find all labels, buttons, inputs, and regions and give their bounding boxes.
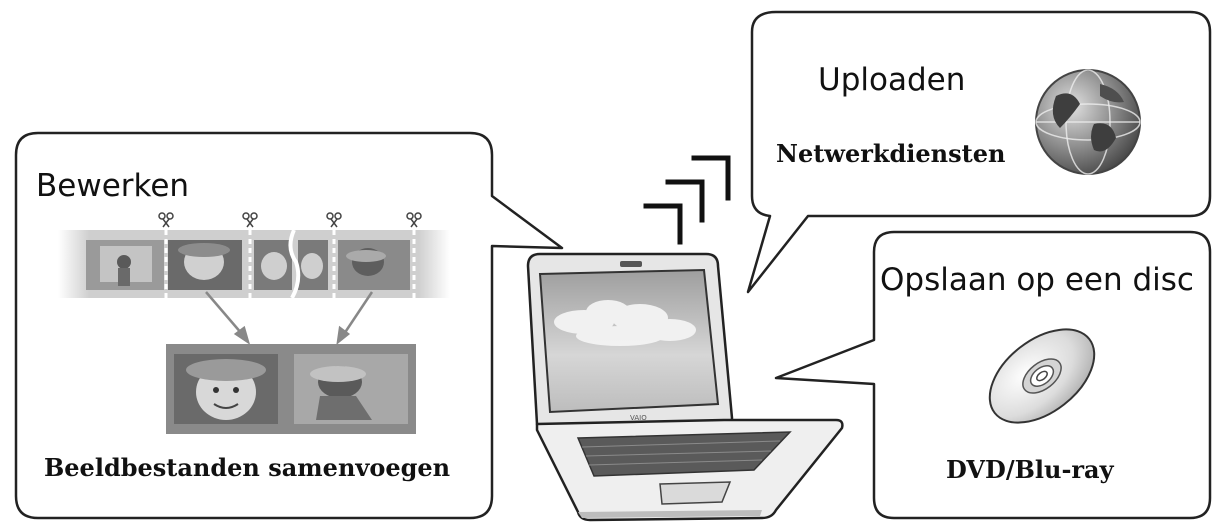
scissors-icon — [242, 212, 258, 228]
edit-panel: Bewerken — [14, 131, 564, 520]
disc-panel: Opslaan op een disc DVD/Blu-ray — [774, 230, 1212, 520]
globe-icon — [1035, 69, 1141, 175]
upload-panel-title: Uploaden — [818, 62, 965, 98]
merged-result — [166, 344, 416, 434]
svg-text:VAIO: VAIO — [630, 414, 647, 422]
edit-panel-bubble — [14, 131, 564, 520]
edit-panel-caption: Beeldbestanden samenvoegen — [44, 453, 450, 482]
laptop-icon: VAIO — [526, 252, 844, 522]
edit-panel-title: Bewerken — [36, 168, 189, 204]
disc-panel-title: Opslaan op een disc — [880, 262, 1194, 298]
scissors-icon — [406, 212, 422, 228]
wireless-signal-icon — [643, 155, 731, 245]
disc-panel-bubble — [774, 230, 1212, 520]
disc-icon — [988, 328, 1096, 424]
upload-panel: Uploaden Netwerkdiensten — [746, 10, 1212, 294]
film-strip — [58, 229, 450, 299]
scissors-icon — [326, 212, 342, 228]
disc-panel-caption: DVD/Blu-ray — [946, 455, 1115, 484]
laptop-keyboard — [576, 431, 792, 477]
laptop-touchpad — [659, 481, 732, 505]
merge-arrows — [205, 291, 374, 345]
scissors-icon — [158, 212, 174, 228]
upload-panel-caption: Netwerkdiensten — [776, 139, 1005, 168]
